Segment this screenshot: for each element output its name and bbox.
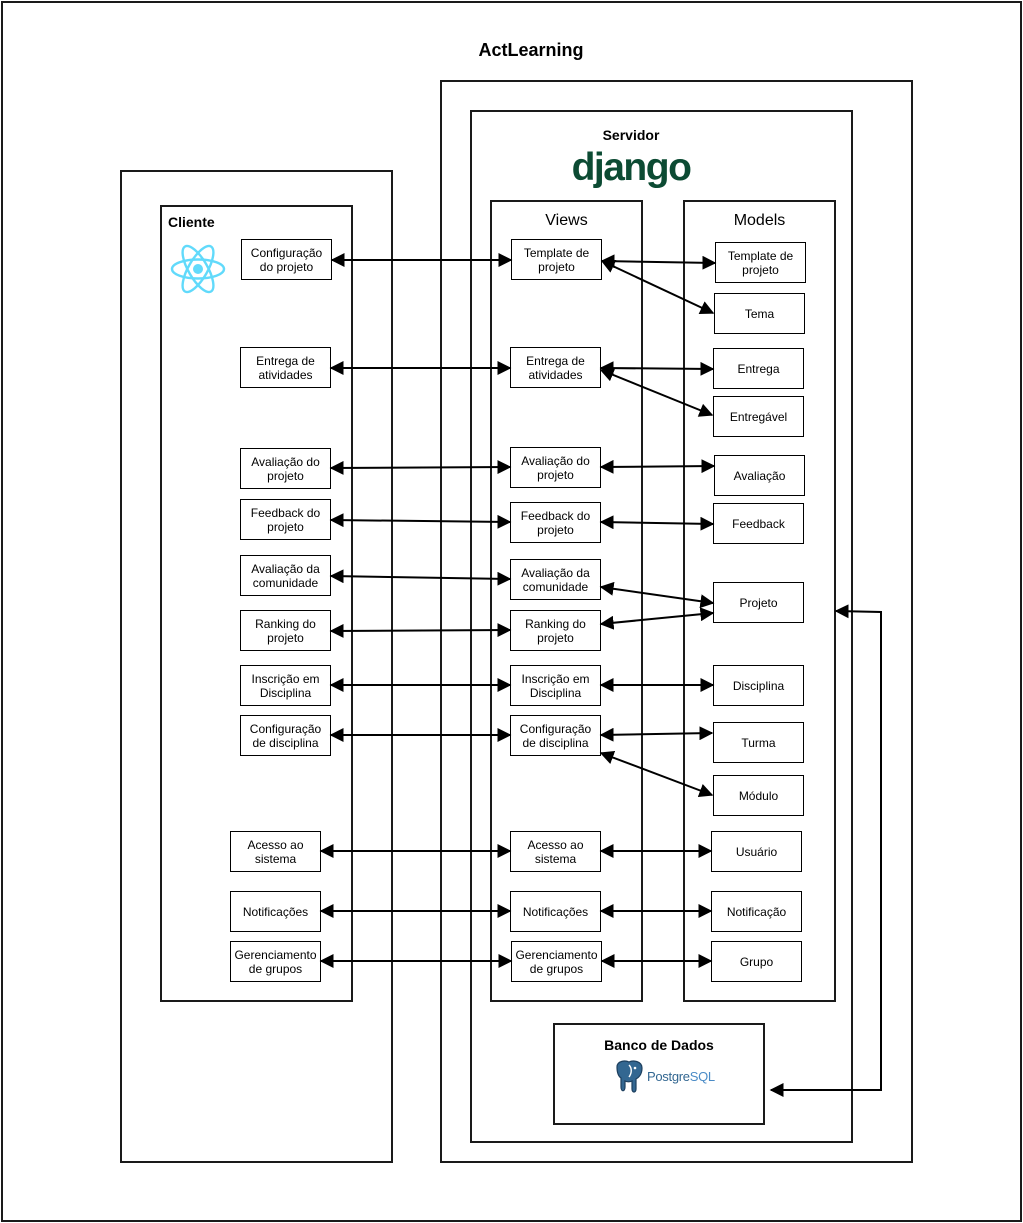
client-container [160, 205, 353, 1002]
client-component: Ranking do projeto [240, 610, 331, 651]
client-title: Cliente [168, 214, 215, 230]
models-title: Models [733, 212, 786, 229]
client-component: Entrega de atividades [240, 347, 331, 388]
view-component: Template de projeto [511, 239, 602, 280]
postgresql-logo-text-part: SQL [689, 1069, 715, 1084]
model-component: Projeto [713, 582, 804, 623]
database-title: Banco de Dados [604, 1037, 714, 1053]
view-component: Notificações [510, 891, 601, 932]
model-component: Usuário [711, 831, 802, 872]
diagram-title: ActLearning [478, 40, 584, 60]
client-component: Notificações [230, 891, 321, 932]
view-component: Configuração de disciplina [510, 715, 601, 756]
model-component: Módulo [713, 775, 804, 816]
database-container [553, 1023, 765, 1125]
postgresql-elephant-icon [611, 1059, 647, 1095]
views-container [490, 200, 643, 1002]
model-component: Entregável [713, 396, 804, 437]
model-component: Tema [714, 293, 805, 334]
model-component: Notificação [711, 891, 802, 932]
client-component: Configuração de disciplina [240, 715, 331, 756]
model-component: Avaliação [714, 455, 805, 496]
client-container-outer [120, 170, 393, 1163]
client-component: Configuração do projeto [241, 239, 332, 280]
client-component: Avaliação da comunidade [240, 555, 331, 596]
view-component: Avaliação da comunidade [510, 559, 601, 600]
model-component: Disciplina [713, 665, 804, 706]
postgresql-logo-text-part: Postgre [647, 1069, 690, 1084]
model-component: Grupo [711, 941, 802, 982]
model-component: Template de projeto [715, 242, 806, 283]
server-container-outer [440, 80, 913, 1163]
view-component: Acesso ao sistema [510, 831, 601, 872]
client-component: Feedback do projeto [240, 499, 331, 540]
django-logo: django [571, 146, 692, 189]
model-component: Entrega [713, 348, 804, 389]
model-component: Feedback [713, 503, 804, 544]
react-atom-icon [170, 242, 226, 296]
client-component: Avaliação do projeto [240, 448, 331, 489]
client-component: Gerenciamento de grupos [230, 941, 321, 982]
server-title: Servidor [602, 127, 660, 143]
client-component: Acesso ao sistema [230, 831, 321, 872]
view-component: Feedback do projeto [510, 502, 601, 543]
views-title: Views [545, 212, 588, 229]
view-component: Gerenciamento de grupos [511, 941, 602, 982]
view-component: Avaliação do projeto [510, 447, 601, 488]
postgresql-logo-text: PostgreSQL [647, 1069, 715, 1084]
view-component: Entrega de atividades [510, 347, 601, 388]
client-component: Inscrição em Disciplina [240, 665, 331, 706]
model-component: Turma [713, 722, 804, 763]
view-component: Inscrição em Disciplina [510, 665, 601, 706]
view-component: Ranking do projeto [510, 610, 601, 651]
